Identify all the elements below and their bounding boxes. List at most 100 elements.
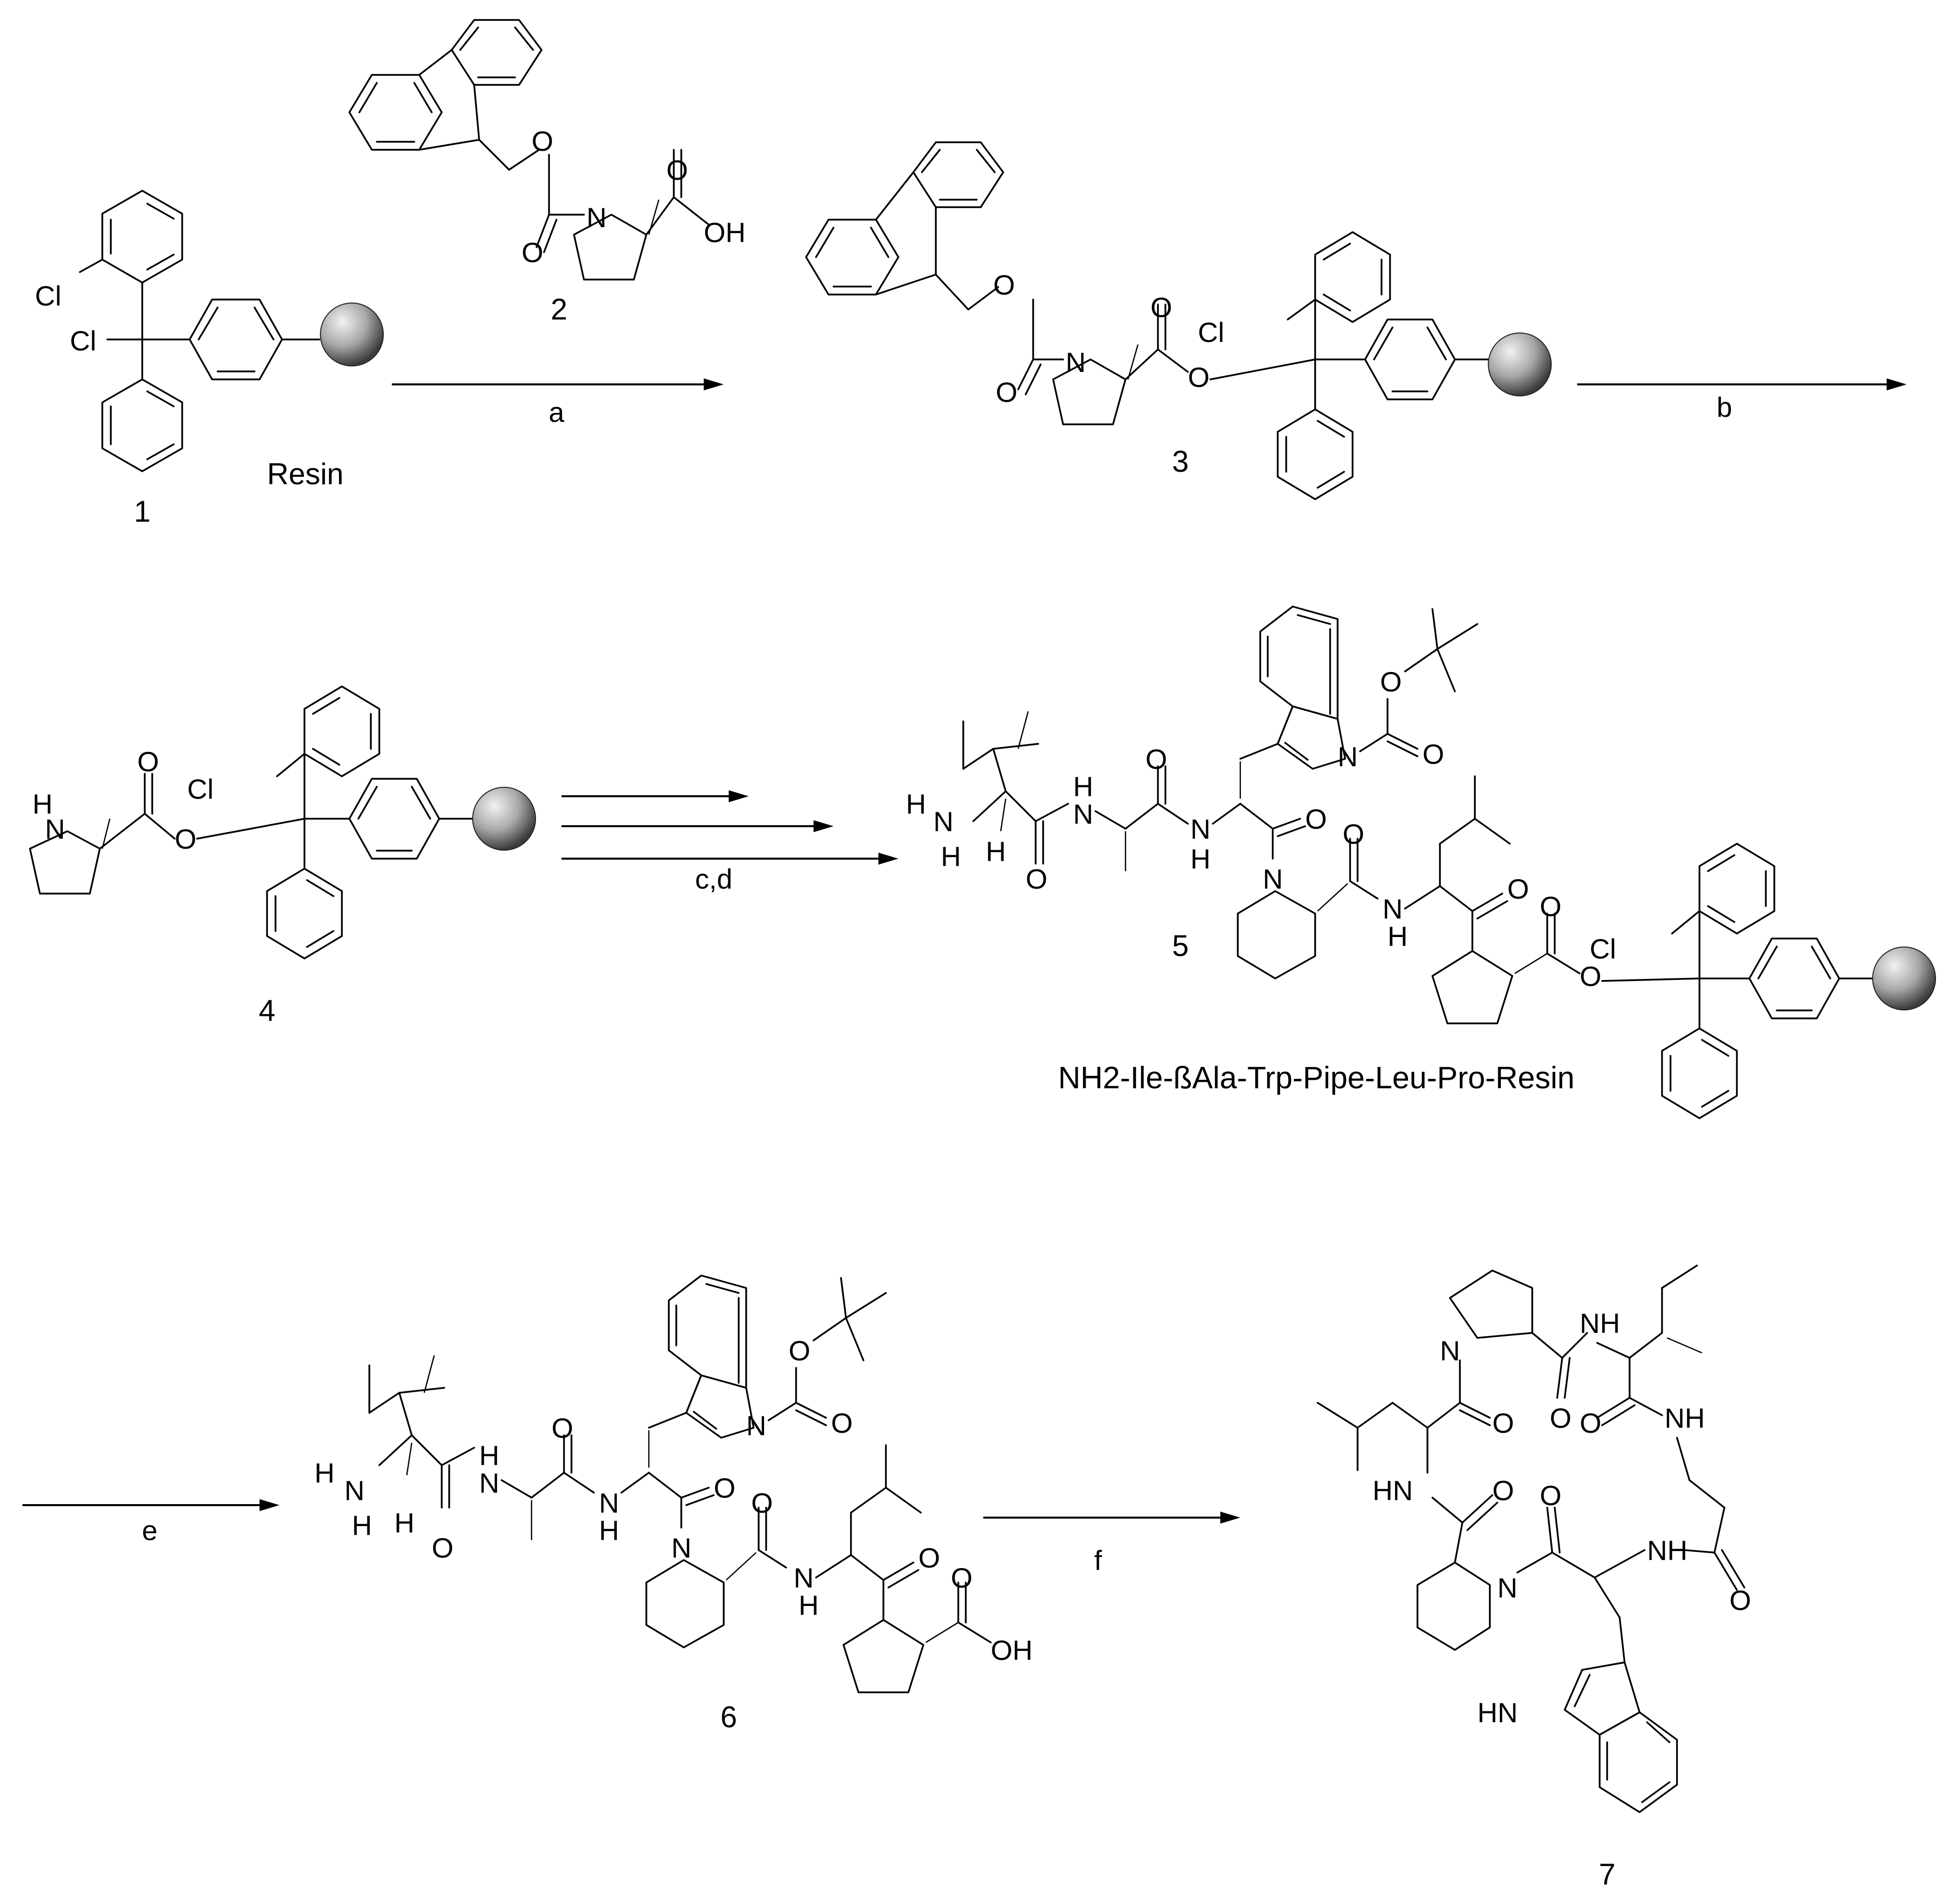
atom-label-h: H — [1073, 771, 1093, 802]
atom-label-n: N — [344, 1475, 364, 1506]
atom-label-n: N — [671, 1532, 691, 1564]
compound-1-caption: Resin — [267, 457, 343, 491]
atom-label-o: O — [951, 1562, 973, 1593]
atom-label-o: O — [666, 154, 688, 186]
atom-label-o: O — [751, 1487, 773, 1519]
compound-3-label: 3 — [1172, 445, 1188, 478]
condition-f: f — [1094, 1545, 1102, 1576]
atom-label-n: N — [933, 806, 953, 837]
atom-label-n: N — [1066, 346, 1086, 378]
atom-label-h: H — [986, 836, 1006, 867]
atom-label-cl: Cl — [35, 280, 61, 312]
atom-label-n: N — [599, 1487, 619, 1519]
atom-label-o: O — [1305, 803, 1327, 835]
compound-5-label: 5 — [1172, 929, 1188, 962]
atom-label-o: O — [1026, 863, 1048, 895]
compound-3-structure: O O N O O Cl — [805, 141, 1491, 500]
atom-label-n: N — [586, 202, 606, 233]
compound-5-sequence: NH2-Ile-ßAla-Trp-Pipe-Leu-Pro-Resin — [1058, 1061, 1575, 1095]
atom-label-o: O — [1492, 1407, 1514, 1439]
atom-label-h: H — [1388, 921, 1407, 952]
compound-6-label: 6 — [720, 1700, 737, 1734]
arrow-head — [260, 1499, 279, 1511]
atom-label-n: N — [746, 1410, 766, 1441]
atom-label-o: O — [1150, 292, 1172, 323]
resin-bead-3 — [1488, 332, 1552, 396]
atom-label-o: O — [1422, 738, 1444, 770]
atom-label-h: H — [1190, 843, 1210, 875]
atom-label-h: H — [314, 1457, 334, 1489]
atom-label-h: H — [394, 1507, 414, 1539]
resin-bead-1 — [320, 303, 384, 366]
condition-cd: c,d — [695, 863, 733, 895]
atom-label-o: O — [993, 269, 1015, 301]
atom-label-oh: OH — [991, 1634, 1033, 1666]
arrow-head — [729, 790, 749, 802]
atom-label-o: O — [831, 1407, 853, 1439]
atom-label-oh: OH — [704, 217, 746, 248]
compound-1-label: 1 — [134, 495, 150, 528]
atom-label-cl: Cl — [70, 325, 96, 356]
atom-label-o: O — [1580, 960, 1602, 992]
condition-e: e — [142, 1515, 157, 1546]
arrow-head — [1887, 378, 1907, 390]
atom-label-o: O — [1492, 1475, 1514, 1506]
atom-label-o: O — [137, 746, 159, 777]
arrow-head — [814, 820, 834, 832]
atom-label-n: N — [1338, 741, 1358, 772]
atom-label-o: O — [1188, 361, 1210, 393]
atom-label-o: O — [1729, 1585, 1751, 1616]
compound-5-structure: H N H H O N H O N H N O — [906, 606, 1878, 1119]
atom-label-o: O — [918, 1542, 940, 1574]
atom-label-hn: HN — [1373, 1475, 1413, 1506]
atom-label-nh: NH — [1665, 1402, 1705, 1434]
atom-label-o: O — [996, 376, 1018, 408]
atom-label-o: O — [1145, 743, 1167, 775]
atom-label-cl: Cl — [1590, 933, 1616, 964]
atom-label-o: O — [175, 823, 197, 855]
atom-label-o: O — [1540, 891, 1562, 922]
atom-label-cl: Cl — [187, 773, 214, 805]
atom-label-n: N — [1263, 863, 1283, 895]
resin-bead-4 — [472, 787, 536, 851]
atom-label-o: O — [789, 1335, 811, 1366]
atom-label-n: N — [1073, 798, 1093, 830]
compound-4-structure: H N O O Cl — [29, 685, 478, 959]
compound-2-label: 2 — [551, 293, 567, 326]
atom-label-n: N — [479, 1467, 499, 1499]
atom-label-n: N — [1190, 813, 1210, 845]
atom-label-o: O — [1507, 873, 1529, 905]
atom-label-h: H — [941, 841, 961, 872]
atom-label-o: O — [522, 237, 544, 268]
compound-6-structure: H N H H O N H O N H N O — [314, 1274, 1033, 1693]
atom-label-nh: NH — [1647, 1535, 1687, 1566]
atom-label-o: O — [714, 1472, 736, 1504]
arrow-head — [1220, 1512, 1240, 1524]
atom-label-h: H — [799, 1589, 819, 1621]
compound-4-label: 4 — [259, 994, 275, 1027]
atom-label-n: N — [1440, 1335, 1460, 1366]
atom-label-o: O — [1580, 1407, 1602, 1439]
atom-label-cl: Cl — [1198, 317, 1224, 348]
atom-label-o: O — [532, 125, 554, 157]
resin-bead-5 — [1872, 947, 1936, 1010]
atom-label-h: H — [479, 1440, 499, 1471]
atom-label-h: H — [32, 788, 52, 820]
atom-label-h: H — [906, 788, 926, 820]
atom-label-hn: HN — [1477, 1697, 1518, 1728]
atom-label-o: O — [1380, 666, 1402, 697]
atom-label-h: H — [599, 1515, 619, 1546]
atom-label-h: H — [352, 1510, 372, 1541]
atom-label-o: O — [1343, 818, 1365, 850]
arrow-head — [704, 378, 724, 390]
atom-label-o: O — [1540, 1480, 1562, 1511]
atom-label-o: O — [432, 1532, 454, 1564]
atom-label-n: N — [1383, 893, 1402, 925]
condition-a: a — [549, 396, 564, 428]
atom-label-nh: NH — [1580, 1307, 1620, 1339]
atom-label-o: O — [552, 1412, 573, 1444]
condition-b: b — [1716, 391, 1732, 423]
atom-label-n: N — [794, 1562, 814, 1593]
compound-7-structure: N O NH O NH O NH HN — [1317, 1265, 1751, 1813]
